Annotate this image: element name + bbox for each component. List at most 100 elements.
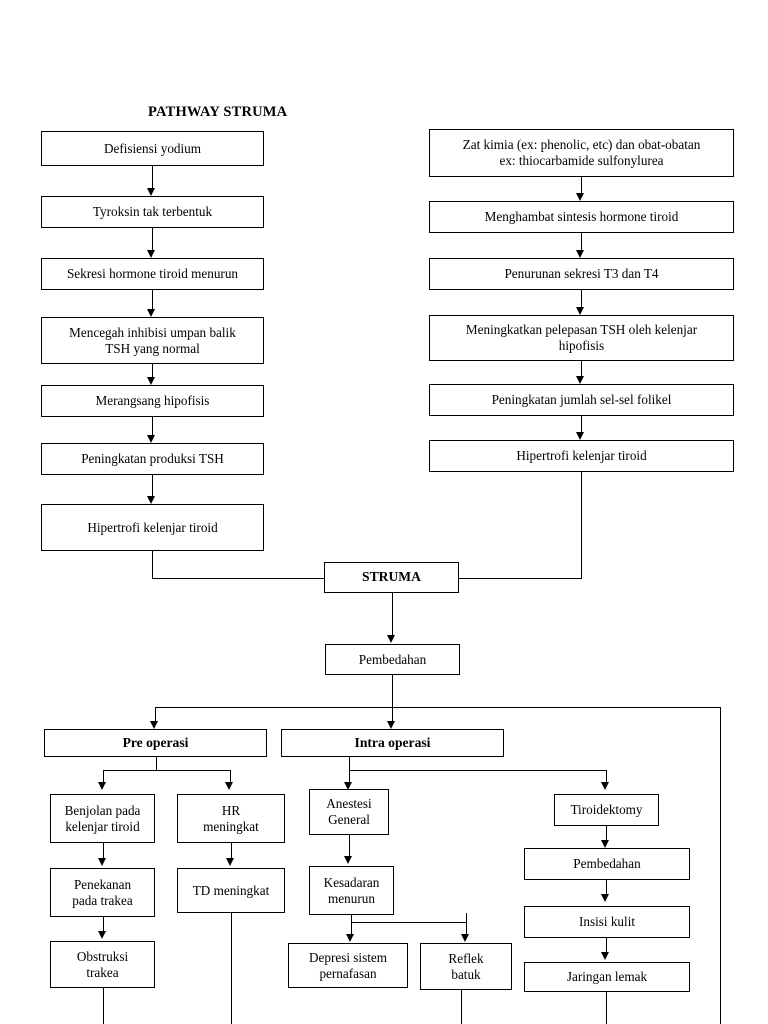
arrowhead-intra-to-tiroidektomy [601,782,610,790]
node-tyroksin-tak-terbentuk: Tyroksin tak terbentuk [41,196,264,228]
node-struma: STRUMA [324,562,459,593]
connector-l5-l6 [152,417,153,435]
node-menghambat-sintesis-hormone-tiroid: Menghambat sintesis hormone tiroid [429,201,734,233]
node-label: Tyroksin tak terbentuk [92,204,213,220]
arrowhead-r4-r5 [576,376,585,384]
node-td-meningkat: TD meningkat [177,868,285,913]
connector-kesadaran-to-depresi [351,922,352,934]
connector-d3-d4 [606,938,607,952]
arrowhead-l4-l5 [147,377,156,385]
connector-intra-operasi-bus [349,770,606,771]
node-label: Depresi sistem pernafasan [308,949,387,981]
node-hr-meningkat: HR meningkat [177,794,285,843]
page-title: PATHWAY STRUMA [148,104,288,120]
node-label: Pembedahan [573,856,641,872]
node-zat-kimia: Zat kimia (ex: phenolic, etc) dan obat-o… [429,129,734,177]
arrowhead-l1-l2 [147,188,156,196]
node-pembedahan-main: Pembedahan [325,644,460,675]
node-label: Meningkatkan pelepasan TSH oleh kelenjar… [465,322,698,353]
connector-c1-c2 [349,835,350,856]
connector-kesadaran-bus [351,922,466,923]
connector-bus-to-intra-operasi [392,707,393,721]
connector-r6-to-struma-vertical [581,472,582,578]
arrowhead-r3-r4 [576,307,585,315]
node-label: Kesadaran menurun [323,874,380,906]
connector-l1-l2 [152,166,153,188]
connector-struma-pembedahan [392,593,393,635]
arrowhead-kesadaran-to-reflek [461,934,470,942]
connector-pre-operasi-bus-drop [156,757,157,770]
connector-intra-to-tiroidektomy [606,770,607,782]
node-label: Peningkatan jumlah sel-sel folikel [491,392,672,408]
arrowhead-pre-to-hr [225,782,234,790]
connector-l4-l5 [152,364,153,377]
connector-d2-d3 [606,880,607,894]
arrowhead-bus-to-pre-operasi [150,721,159,729]
arrowhead-r2-r3 [576,250,585,258]
node-benjolan-pada-kelenjar-tiroid: Benjolan pada kelenjar tiroid [50,794,155,843]
node-label: Penekanan pada trakea [72,876,133,908]
node-label: Peningkatan produksi TSH [81,451,224,467]
connector-r3-r4 [581,290,582,307]
connector-b2-offscreen [231,913,232,1024]
connector-b1-b2 [231,843,232,858]
connector-r2-r3 [581,233,582,250]
connector-a3-offscreen [103,988,104,1024]
connector-pembedahan-bus-drop [392,675,393,707]
node-label: Merangsang hipofisis [95,393,210,409]
node-label: Tiroidektomy [570,802,643,818]
connector-r1-r2 [581,177,582,193]
node-reflek-batuk: Reflek batuk [420,943,512,990]
connector-pre-operasi-bus [103,770,230,771]
node-label: STRUMA [362,569,421,585]
node-pembedahan-tiroidektomy: Pembedahan [524,848,690,880]
connector-l6-l7 [152,475,153,496]
node-label: Penurunan sekresi T3 dan T4 [504,266,659,282]
connector-l7-to-struma-vertical [152,551,153,578]
node-label: Obstruksi trakea [76,948,129,980]
node-label: Jaringan lemak [566,969,648,985]
connector-intra-to-anestesi [349,770,350,782]
arrowhead-l2-l3 [147,250,156,258]
node-label: Anestesi General [326,796,372,827]
arrowhead-struma-pembedahan [387,635,396,643]
arrowhead-pre-to-benjolan [98,782,107,790]
connector-a1-a2 [103,843,104,858]
connector-d4-offscreen [606,992,607,1024]
node-tiroidektomy: Tiroidektomy [554,794,659,826]
node-hipertrofi-kelenjar-tiroid-left: Hipertrofi kelenjar tiroid [41,504,264,551]
arrowhead-d2-d3 [601,894,610,902]
node-label: Sekresi hormone tiroid menurun [66,266,239,282]
connector-bus-to-post-operasi-offscreen [720,707,721,1024]
node-jaringan-lemak: Jaringan lemak [524,962,690,992]
node-label: Defisiensi yodium [103,140,202,156]
connector-a2-a3 [103,917,104,931]
connector-l3-l4 [152,290,153,309]
node-label: Zat kimia (ex: phenolic, etc) dan obat-o… [462,137,701,168]
node-hipertrofi-kelenjar-tiroid-right: Hipertrofi kelenjar tiroid [429,440,734,472]
node-label: Reflek batuk [448,950,484,982]
connector-reflek-offscreen [461,990,462,1024]
node-label: Pembedahan [358,651,427,667]
node-merangsang-hipofisis: Merangsang hipofisis [41,385,264,417]
node-peningkatan-jumlah-sel-folikel: Peningkatan jumlah sel-sel folikel [429,384,734,416]
arrowhead-l6-l7 [147,496,156,504]
connector-r4-r5 [581,361,582,376]
arrowhead-d1-d2 [601,840,610,848]
node-label: Hipertrofi kelenjar tiroid [87,519,218,535]
node-label: Benjolan pada kelenjar tiroid [64,802,141,834]
arrowhead-r5-r6 [576,432,585,440]
connector-kesadaran-to-reflek [466,913,467,934]
node-sekresi-hormone-tiroid-menurun: Sekresi hormone tiroid menurun [41,258,264,290]
node-penurunan-sekresi-t3-t4: Penurunan sekresi T3 dan T4 [429,258,734,290]
node-peningkatan-produksi-tsh: Peningkatan produksi TSH [41,443,264,475]
node-mencegah-inhibisi-umpan-balik: Mencegah inhibisi umpan balik TSH yang n… [41,317,264,364]
arrowhead-l3-l4 [147,309,156,317]
node-label: Mencegah inhibisi umpan balik TSH yang n… [69,324,236,356]
arrowhead-r1-r2 [576,193,585,201]
connector-l7-to-struma-horizontal [152,578,326,579]
connector-r6-to-struma-horizontal [457,578,582,579]
node-anestesi-general: Anestesi General [309,789,389,835]
arrowhead-c1-c2 [344,856,353,864]
connector-intra-operasi-bus-drop [349,757,350,770]
